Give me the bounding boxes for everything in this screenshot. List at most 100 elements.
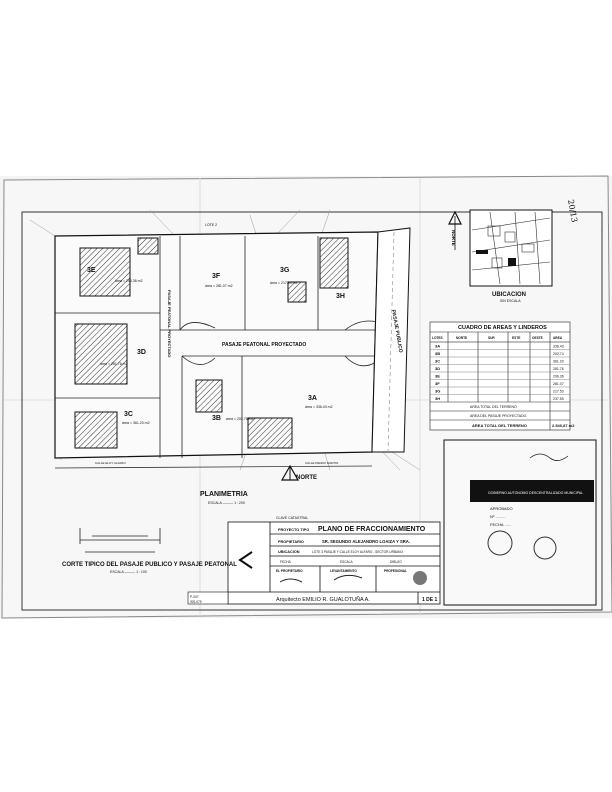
left-code1: P-007 — [190, 595, 199, 599]
areas-header-norte: NORTE — [456, 336, 467, 340]
table-row-area: 296.36 — [553, 374, 564, 378]
pasaje-curve — [344, 355, 377, 367]
escala-label: ESCALA — [340, 560, 353, 564]
stamp-line2: Nº ......... — [490, 514, 505, 519]
stamp-header: GOBIERNO AUTONOMO DESCENTRALIZADO MUNICI… — [488, 491, 583, 495]
location-title: UBICACION — [492, 292, 526, 298]
planimetria-scale: ESCALA ——— 1 : 200 — [208, 501, 245, 505]
lot-label-3g: 3G — [280, 267, 290, 274]
stamp-line1: APROBADO — [490, 506, 513, 511]
lot-label-3c: 3C — [124, 411, 133, 418]
total-lotes-label: AREA TOTAL DEL TERRENO — [470, 405, 517, 409]
table-row-area: 336.43 — [553, 344, 564, 348]
propietario-value: SR. SEGUNDO ALEJANDRO LOAIZA Y SRA. — [322, 539, 410, 544]
table-row-lote: 3H — [435, 396, 440, 401]
table-row-area: 217.53 — [553, 389, 564, 393]
corte-title: CORTE TIPICO DEL PASAJE PUBLICO Y PASAJE… — [62, 562, 237, 568]
seal-circle — [487, 530, 513, 556]
lot-label-3d: 3D — [137, 349, 146, 356]
road-centerline — [387, 231, 395, 453]
title-block-grid — [227, 521, 441, 605]
corte-tipico-drawing — [79, 528, 161, 553]
lot-label-3f: 3F — [212, 273, 221, 280]
area-3d: área = 281.76 m2 — [100, 362, 128, 366]
lot-lines — [55, 236, 378, 458]
pasaje-curve — [181, 355, 216, 365]
areas-header-area: AREA — [553, 336, 563, 340]
pasaje-curve — [179, 322, 216, 331]
ubicacion-value: LOTE 3 PASAJE Y CALLE ELOY ALFARO - SECT… — [312, 550, 403, 554]
signature — [529, 453, 569, 461]
table-row-lote: 3F — [435, 381, 440, 386]
propietario-label: PROPIETARIO — [278, 540, 304, 544]
municipal-stamp-bar — [470, 480, 594, 502]
sheet-number: 1 DE 1 — [422, 597, 438, 603]
location-north-arrow — [448, 210, 462, 250]
title-block-arrow-icon — [238, 551, 253, 569]
area-3a: área = 336.43 m2 — [305, 405, 333, 409]
table-row-lote: 3E — [435, 373, 440, 378]
pasaje-curve — [344, 320, 379, 331]
areas-header-sur: SUR — [488, 336, 495, 340]
total-area-value: 2.540,87 m2 — [552, 423, 575, 428]
drawing-border — [21, 211, 603, 611]
lot-label-3b: 3B — [212, 415, 221, 422]
corte-scale: ESCALA ——— 1 : 100 — [110, 570, 147, 574]
professional-seal — [413, 571, 427, 585]
location-map — [469, 209, 553, 287]
plan-norte-label: NORTE — [296, 475, 317, 481]
arquitecto-name: Arquitecto EMILIO R. GUALOTUÑA A. — [276, 596, 370, 603]
lot-label-3h: 3H — [336, 293, 345, 300]
lot-label-3a: 3A — [308, 395, 317, 402]
approval-frame — [443, 439, 597, 606]
table-row-lote: 3C — [435, 358, 440, 363]
total-area-label: AREA TOTAL DEL TERRENO — [472, 423, 527, 428]
levantamiento-sign-label: LEVANTAMIENTO — [330, 569, 357, 573]
table-row-area: 281.76 — [553, 367, 564, 371]
table-row-area: 361.20 — [553, 359, 564, 363]
table-row-lote: 3A — [435, 343, 440, 348]
table-row-lote: 3B — [435, 351, 440, 356]
plan-north-arrow — [280, 464, 300, 481]
seal-circle — [533, 536, 557, 560]
stamp-line3: FECHA ...... — [490, 522, 511, 527]
ubicacion-label: UBICACION — [278, 550, 300, 554]
profesional-sign-label: PROFESIONAL — [384, 569, 407, 573]
street-bottom-label: CALLE ELOY ALFARO — [95, 461, 126, 465]
propietario-sign-label: EL PROPIETARIO — [276, 569, 303, 573]
areas-table-rows: 3A 336.43 3B 202.74 3C 361.20 3D 281.76 3E 296.36… — [435, 343, 564, 401]
pasaje-area-label: AREA DEL PASAJE PROYECTADO — [470, 414, 527, 418]
proyecto-label: PROYECTO TIPO — [278, 528, 309, 532]
table-row-lote: 3D — [435, 366, 440, 371]
table-row-area: 281.07 — [553, 382, 564, 386]
margin-note: 20/13 — [566, 199, 579, 223]
lote-label: LOTE 2 — [205, 223, 217, 227]
signature — [279, 578, 303, 583]
lot-label-3e: 3E — [87, 267, 96, 274]
location-norte-label: NORTE — [451, 230, 456, 246]
buildings — [74, 237, 349, 449]
table-row-lines — [430, 341, 570, 395]
street-edge — [54, 465, 373, 469]
planimetria-title: PLANIMETRIA — [200, 491, 248, 498]
table-row-lote: 3G — [435, 388, 440, 393]
dibujo-label: DIBUJO — [390, 560, 402, 564]
pasaje-peatonal-label: PASAJE PEATONAL PROYECTADO — [222, 342, 306, 348]
signature — [333, 574, 363, 581]
area-3e: área = 296.36 m2 — [115, 279, 143, 283]
table-row-area: 202.74 — [553, 352, 564, 356]
area-3f: área = 281.07 m2 — [205, 284, 233, 288]
areas-table-grid — [429, 321, 571, 431]
area-3b: área = 202.76 m2 — [226, 417, 254, 421]
table-row-area: 237.55 — [553, 397, 564, 401]
areas-header-lotes: LOTES — [432, 336, 443, 340]
areas-header-oeste: OESTE — [532, 336, 543, 340]
street-bottom2-label: CALLE PEDRO MARTIN — [305, 461, 338, 465]
code-box — [187, 591, 229, 605]
area-3c: área = 361.20 m2 — [122, 421, 150, 425]
areas-header-este: ESTE — [512, 336, 520, 340]
area-3g: área = 217.53 m2 — [270, 281, 298, 285]
pasaje-peatonal-vertical-label: PASAJE PEATONAL PROYECTADO — [167, 290, 172, 357]
main-title: PLANO DE FRACCIONAMIENTO — [318, 526, 426, 533]
